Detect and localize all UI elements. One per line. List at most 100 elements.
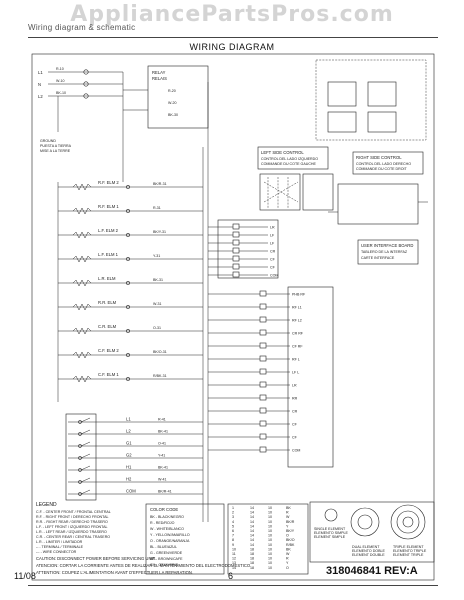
- dual-element-label-1: DUAL ELEMENT: [352, 545, 380, 549]
- supply-tag-3: BK-10: [56, 91, 66, 95]
- footer-date: 11/08: [14, 571, 36, 581]
- dual-element-inner: [357, 514, 373, 530]
- ui-pin-label: LF L: [292, 371, 299, 375]
- single-element-symbol: [324, 508, 338, 522]
- switch-label: L1: [126, 417, 131, 422]
- element-tag: O-31: [153, 326, 161, 330]
- ui-pin-label: RF L1: [292, 306, 302, 310]
- limiter-box: [315, 59, 427, 141]
- switch-tag: W-41: [158, 478, 167, 482]
- switch-label: COM: [126, 489, 136, 494]
- color-code-item: R - RED/ROJO: [150, 521, 175, 525]
- legend: LEGEND: [36, 502, 57, 508]
- element-label: C.F. ELM 2: [98, 348, 119, 353]
- wire-table-cell: 14: [250, 506, 254, 510]
- wire-table-cell: 10: [268, 529, 272, 533]
- right-control-title-3: COMMANDE DU COTE DROIT: [356, 167, 408, 171]
- wire-table-cell: 14: [250, 538, 254, 542]
- switch-tag: R-41: [158, 418, 166, 422]
- color-code-item: GY - GRAY/GRIS: [150, 563, 179, 567]
- color-code-item: BL - BLUE/AZUL: [150, 545, 177, 549]
- relay: RELAY RELAIS R-20 W-20 BK-30: [123, 65, 209, 522]
- wire-table-cell: O: [286, 566, 289, 570]
- color-code: COLOR CODE: [145, 503, 225, 575]
- single-element-label-2: ELEMENTO SIMPLE: [314, 531, 348, 535]
- wire-table-cell: 10: [268, 566, 272, 570]
- wire-table-cell: BK: [286, 506, 291, 510]
- triple-element-label-2: ELEMENTO TRIPLE: [393, 549, 427, 553]
- wire-table: [227, 503, 309, 575]
- caution-en: CAUTION: DISCONNECT POWER BEFORE SERVICI…: [36, 556, 156, 561]
- wire-table-cell: 14: [250, 515, 254, 519]
- wire-table-cell: 10: [268, 552, 272, 556]
- legend-items: C.F. - CENTER FRONT / FRONTAL CENTRALR.F…: [36, 510, 111, 554]
- supply-tag-1: R-10: [56, 67, 64, 71]
- wiring-diagram: L1 N L2 R-10 W-10 BK-10 GROUND PUESTA A …: [31, 53, 435, 581]
- legend-item: L.R. - LIMITER / LIMITADOR: [36, 540, 83, 544]
- element-tag: BK/Y-31: [153, 230, 166, 234]
- right-control-title-2: CONTROL DEL LADO DERECHO: [356, 162, 411, 166]
- legend-item: -- - TERMINAL / TERMINALE: [36, 545, 84, 549]
- wire-table-cell: 1: [232, 506, 234, 510]
- switch-label: L2: [126, 429, 131, 434]
- ui-board-title-1: USER INTERFACE BOARD: [361, 243, 413, 248]
- caution-es: ATENCION: CORTAR LA CORRIENTE ANTES DE R…: [36, 563, 251, 568]
- wire-table-cell: BK/Y: [286, 529, 295, 533]
- ui-pin-label: CF: [292, 436, 298, 440]
- relay-label-1: RELAY: [152, 70, 166, 75]
- color-code-item: G - GREEN/VERDE: [150, 551, 183, 555]
- switch-label: G1: [126, 441, 132, 446]
- wire-table-cell: W: [286, 552, 290, 556]
- triple-element-inner: [402, 516, 414, 528]
- left-pin-label: LF: [270, 242, 275, 246]
- footer-rule: [28, 585, 438, 586]
- page-number: 6: [228, 571, 234, 581]
- wire-table-cell: 10: [268, 557, 272, 561]
- wire-table-cell: Y: [286, 524, 289, 528]
- color-code-item: O - ORANGE/NARANJA: [150, 539, 190, 543]
- color-code-title: COLOR CODE: [150, 507, 178, 512]
- wire-table-cell: 14: [232, 566, 236, 570]
- color-code-item: BK - BLACK/NEGRO: [150, 515, 184, 519]
- dual-element-label-2: ELEMENTO DOBLE: [352, 549, 385, 553]
- wire-table-cell: 14: [250, 524, 254, 528]
- cautions: CAUTION: DISCONNECT POWER BEFORE SERVICI…: [36, 556, 251, 575]
- element-tag: Y-31: [153, 254, 160, 258]
- wire-table-cell: 18: [250, 557, 254, 561]
- wire-table-cell: 11: [232, 552, 236, 556]
- left-pin-label: CR: [270, 250, 276, 254]
- element-label: R.R. ELM: [98, 300, 117, 305]
- element-label: C.R. ELM: [98, 324, 117, 329]
- element-tag: R/BK-31: [153, 374, 167, 378]
- ui-pin-label: RR: [292, 397, 298, 401]
- wire-table-cell: 10: [268, 561, 272, 565]
- wire-table-cell: 10: [268, 511, 272, 515]
- wire-table-cell: 10: [268, 515, 272, 519]
- ui-pin-label: COM: [292, 449, 300, 453]
- wire-table-cell: R/BK: [286, 543, 295, 547]
- legend-item: L.F. - LEFT FRONT / IZQUIERDO FRONTAL: [36, 525, 107, 529]
- element-label: C.F. ELM 1: [98, 372, 119, 377]
- supply-label-n: N: [38, 82, 41, 87]
- color-code-item: BR - BROWN/CAFE: [150, 557, 183, 561]
- model-line: Wiring diagram & schematic: [28, 23, 136, 32]
- element-tag: W-31: [153, 302, 162, 306]
- element-label: R.F. ELM 2: [98, 180, 119, 185]
- wire-table-cell: Y: [286, 561, 289, 565]
- switch-label: H1: [126, 465, 132, 470]
- wire-table-cell: R: [286, 511, 289, 515]
- triple-element-label-1: TRIPLE ELEMENT: [393, 545, 424, 549]
- switch-tag: O-41: [158, 442, 166, 446]
- supply-label-l2: L2: [38, 94, 43, 99]
- part-number: 318046841 REV:A: [326, 565, 418, 577]
- wire-table-cell: 9: [232, 543, 234, 547]
- wire-table-cell: BK: [286, 547, 291, 551]
- relay-tag-1: R-20: [168, 89, 176, 93]
- wire-table-cell: R: [286, 557, 289, 561]
- left-pin-label: LR: [270, 226, 275, 230]
- element-label: L.F. ELM 2: [98, 228, 119, 233]
- wire-table-cell: 10: [268, 524, 272, 528]
